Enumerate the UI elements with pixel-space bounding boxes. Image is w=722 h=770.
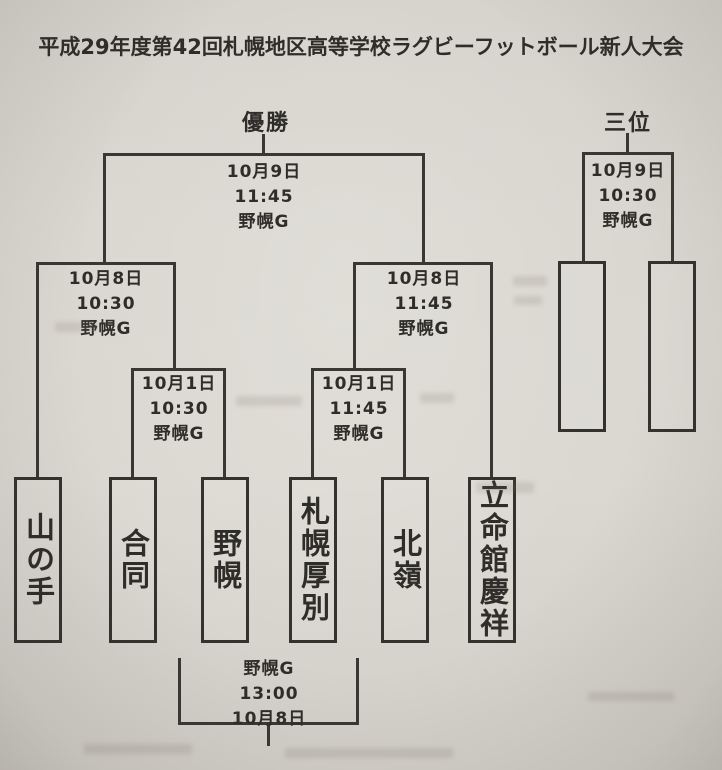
bracket-line (131, 368, 226, 371)
tournament-title: 平成29年度第42回札幌地区高等学校ラグビーフットボール新人大会 (38, 35, 684, 59)
match-venue: 野幌G (80, 319, 132, 339)
bracket-line (490, 262, 493, 477)
match-date: 10月1日 (321, 374, 397, 394)
match-time: 10:30 (76, 294, 136, 314)
bleed-through-mark (514, 296, 542, 305)
bracket-line (582, 152, 674, 155)
bracket-line (582, 152, 585, 261)
third-place-match-info: 10月9日 10:30 野幌G (563, 159, 693, 234)
quarterfinal-right-match-info: 10月1日 11:45 野幌G (294, 372, 424, 447)
match-date: 10月1日 (141, 374, 217, 394)
bracket-line (131, 368, 134, 477)
bleed-through-mark (420, 393, 454, 403)
match-time: 11:45 (394, 294, 454, 314)
team-box-yamanote: 山の手 (14, 477, 62, 643)
semifinal-left-match-info: 10月8日 10:30 野幌G (41, 267, 171, 342)
team-box-ritsumeikan-keisho: 立命館慶祥 (468, 477, 516, 643)
team-name: 合同 (116, 528, 151, 592)
semifinal-right-match-info: 10月8日 11:45 野幌G (359, 267, 489, 342)
team-name: 野幌 (208, 528, 243, 592)
match-venue: 野幌G (238, 212, 290, 232)
consolation-match-info: 野幌G 13:00 10月8日 (204, 657, 334, 732)
bracket-line (311, 368, 406, 371)
bracket-line (626, 133, 629, 153)
match-time: 10:30 (149, 399, 209, 419)
match-venue: 野幌G (153, 424, 205, 444)
bracket-line (403, 368, 406, 477)
bleed-through-mark (588, 692, 674, 701)
bracket-line (671, 152, 674, 261)
match-time: 13:00 (239, 684, 299, 704)
team-box-godo: 合同 (109, 477, 157, 643)
match-time: 10:30 (598, 186, 658, 206)
team-box-nopporo: 野幌 (201, 477, 249, 643)
bracket-line (103, 153, 106, 265)
bracket-line (267, 724, 270, 746)
match-date: 10月8日 (231, 709, 307, 729)
bleed-through-mark (513, 276, 547, 286)
bracket-line (223, 368, 226, 477)
bracket-line (178, 658, 181, 725)
quarterfinal-left-match-info: 10月1日 10:30 野幌G (114, 372, 244, 447)
team-name: 立命館慶祥 (475, 480, 510, 640)
match-time: 11:45 (234, 187, 294, 207)
bracket-line (356, 658, 359, 725)
bracket-line (353, 262, 493, 265)
match-date: 10月8日 (386, 269, 462, 289)
bracket-line (173, 262, 176, 371)
bleed-through-mark (285, 748, 453, 758)
match-date: 10月9日 (590, 161, 666, 181)
match-venue: 野幌G (398, 319, 450, 339)
third-place-slot-left (558, 261, 606, 432)
third-place-slot-right (648, 261, 696, 432)
bracket-line (103, 153, 425, 156)
match-date: 10月8日 (68, 269, 144, 289)
final-match-info: 10月9日 11:45 野幌G (199, 160, 329, 235)
match-time: 11:45 (329, 399, 389, 419)
bracket-line (311, 368, 314, 477)
match-venue: 野幌G (333, 424, 385, 444)
bracket-line (422, 153, 425, 265)
match-venue: 野幌G (602, 211, 654, 231)
bracket-line (353, 262, 356, 371)
team-box-hokurei: 北嶺 (381, 477, 429, 643)
match-venue: 野幌G (243, 659, 295, 679)
bracket-line (36, 262, 39, 477)
champion-label: 優勝 (241, 111, 290, 136)
team-box-sapporo-atsubetsu: 札幌厚別 (289, 477, 337, 643)
team-name: 山の手 (21, 512, 56, 608)
match-date: 10月9日 (226, 162, 302, 182)
third-place-label: 三位 (603, 111, 652, 136)
team-name: 北嶺 (388, 528, 423, 592)
bleed-through-mark (84, 744, 192, 754)
bracket-line (36, 262, 176, 265)
team-name: 札幌厚別 (296, 496, 331, 624)
bracket-line (178, 722, 359, 725)
bracket-line (262, 134, 265, 155)
bleed-through-mark (236, 396, 302, 406)
